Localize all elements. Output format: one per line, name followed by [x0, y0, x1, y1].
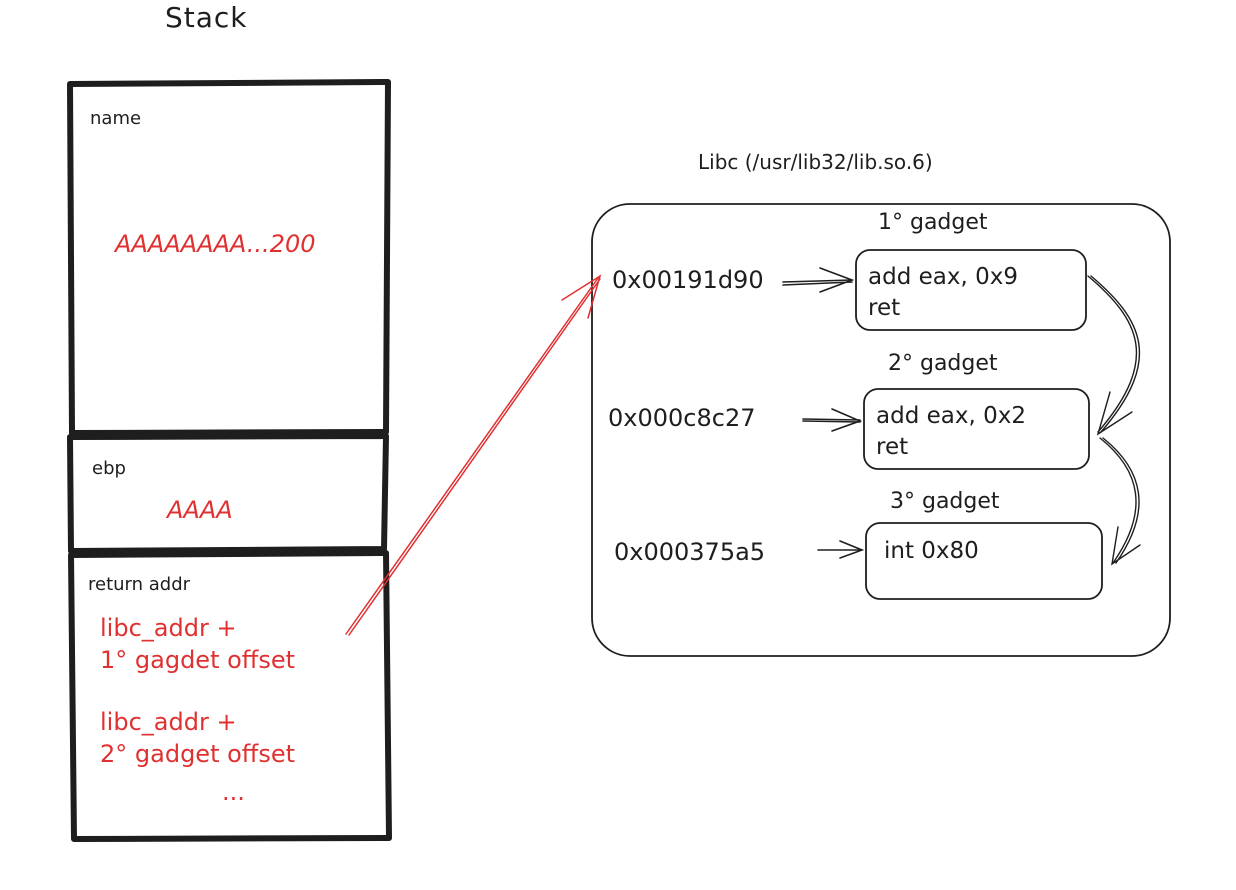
stack-slot-name-value: AAAAAAAA...200 — [115, 230, 316, 258]
stack-slot-name-label: name — [90, 108, 142, 129]
return-entry-ellipsis: ... — [222, 778, 245, 806]
gadget-1-address: 0x00191d90 — [612, 266, 764, 294]
return-entry-1-line-1: libc_addr + — [100, 614, 237, 642]
gadget-2-instruction-1: add eax, 0x2 — [876, 403, 1026, 429]
gadget-1-title: 1° gadget — [878, 210, 988, 235]
stack-slot-return-addr-label: return addr — [88, 574, 191, 595]
gadget-2-title: 2° gadget — [888, 351, 998, 376]
gadget-3-title: 3° gadget — [890, 489, 1000, 514]
stack-slot-name-box — [67, 79, 391, 436]
address-3-arrow — [817, 540, 865, 559]
chain-arrow-2-to-3 — [1099, 437, 1141, 566]
gadget-2-box — [863, 388, 1090, 470]
gadget-1-box — [855, 249, 1087, 331]
gadget-1-instruction-2: ret — [868, 295, 901, 321]
libc-title: Libc (/usr/lib32/lib.so.6) — [698, 150, 933, 174]
gadget-1-instructions: add eax, 0x9 ret — [868, 262, 1018, 324]
gadget-3-instruction-1: int 0x80 — [884, 538, 979, 564]
stack-frame — [67, 79, 392, 842]
gadget-1-instruction-1: add eax, 0x9 — [868, 264, 1018, 290]
libc-container — [591, 203, 1171, 657]
stack-slot-ebp-value: AAAA — [167, 496, 233, 524]
address-2-arrow — [802, 408, 863, 432]
stack-slot-return-addr-box — [68, 550, 392, 842]
return-entry-2: libc_addr + 2° gadget offset — [100, 706, 295, 770]
gadget-3-address: 0x000375a5 — [614, 538, 766, 566]
gadget-2-address: 0x000c8c27 — [608, 404, 756, 432]
gadget-3-instructions: int 0x80 — [884, 536, 979, 567]
stack-title: Stack — [165, 1, 248, 34]
overwrite-arrow — [345, 274, 602, 636]
stack-slot-ebp-box — [67, 433, 389, 554]
gadget-3-box — [865, 522, 1103, 600]
gadget-2-instruction-2: ret — [876, 434, 909, 460]
return-entry-1-line-2: 1° gagdet offset — [100, 646, 296, 674]
return-entry-1: libc_addr + 1° gagdet offset — [100, 612, 295, 676]
return-entry-2-line-2: 2° gadget offset — [100, 740, 296, 768]
stack-slot-ebp-label: ebp — [92, 458, 126, 479]
chain-arrow-1-to-2 — [1087, 275, 1141, 436]
return-entry-2-line-1: libc_addr + — [100, 708, 237, 736]
gadget-2-instructions: add eax, 0x2 ret — [876, 401, 1026, 463]
address-1-arrow — [782, 267, 855, 293]
